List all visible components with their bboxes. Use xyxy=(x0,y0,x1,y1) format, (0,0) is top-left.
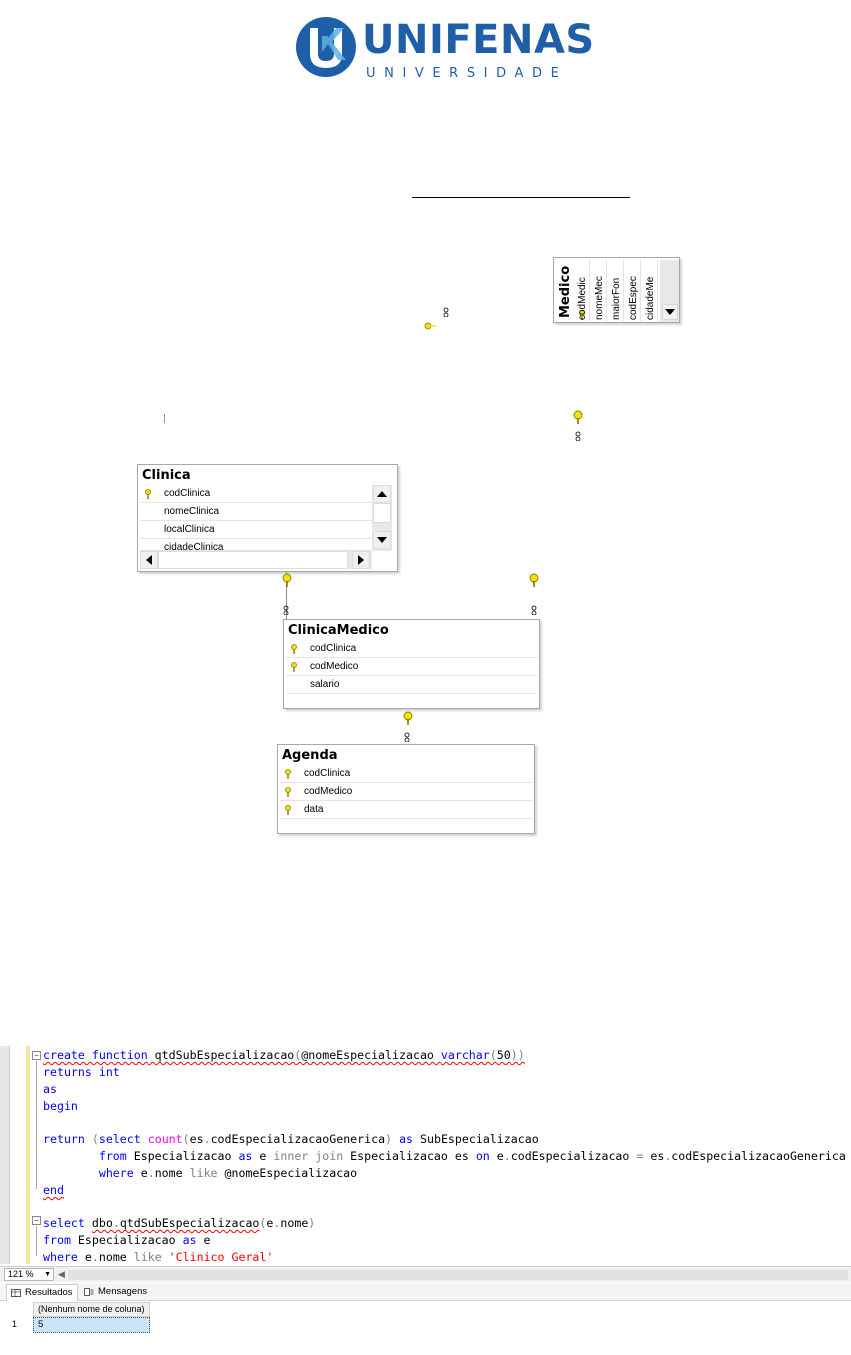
code-line[interactable]: end xyxy=(43,1183,64,1197)
scroll-thumb[interactable] xyxy=(373,503,391,523)
messages-icon xyxy=(84,1288,94,1296)
relationship-key-icon xyxy=(573,410,583,424)
editor-status-bar: 121 % ▼ ◀ xyxy=(0,1266,851,1282)
relationship-key-icon xyxy=(529,573,539,587)
unifenas-logo: UNIFENAS UNIVERSIDADE xyxy=(294,14,594,84)
sql-editor[interactable]: − − create function qtdSubEspecializacao… xyxy=(0,1046,851,1264)
scroll-left-icon[interactable]: ◀ xyxy=(58,1269,65,1279)
column-item[interactable]: codClinica xyxy=(286,640,538,658)
fold-guide xyxy=(36,1061,37,1189)
triangle-down-icon xyxy=(377,537,387,543)
unifenas-emblem-icon xyxy=(296,17,356,77)
table-title: Agenda xyxy=(278,745,534,765)
primary-key-icon xyxy=(291,662,297,672)
relationship-infinity-icon xyxy=(283,605,289,615)
column-item[interactable]: codClinica xyxy=(140,485,372,503)
column-item[interactable]: nomeMec xyxy=(591,260,607,322)
table-medico[interactable]: Medico codMedic nomeMec maiorFon codEspe… xyxy=(553,257,680,323)
tab-mensagens[interactable]: Mensagens xyxy=(80,1284,151,1301)
scroll-down-button[interactable] xyxy=(662,304,678,320)
column-item[interactable]: localClinica xyxy=(140,521,372,539)
triangle-left-icon xyxy=(146,555,152,565)
relationship-infinity-icon xyxy=(575,431,581,441)
column-header[interactable]: (Nenhum nome de coluna) xyxy=(33,1302,150,1317)
collapse-icon[interactable]: − xyxy=(32,1051,41,1060)
fold-guide xyxy=(36,1226,37,1256)
column-item[interactable]: codMedic xyxy=(574,260,590,322)
primary-key-icon xyxy=(291,644,297,654)
scroll-right-button[interactable] xyxy=(352,551,370,569)
primary-key-icon xyxy=(145,489,151,499)
column-item[interactable]: salario xyxy=(286,676,538,694)
primary-key-icon xyxy=(285,805,291,815)
table-title: ClinicaMedico xyxy=(284,620,539,640)
column-item[interactable]: cidadeMe xyxy=(642,260,658,322)
primary-key-icon xyxy=(579,310,585,320)
column-item[interactable]: codEspec xyxy=(625,260,641,322)
tab-resultados[interactable]: Resultados xyxy=(6,1284,78,1301)
table-clinicamedico[interactable]: ClinicaMedico codClinica codMedico salar… xyxy=(283,619,540,709)
code-line[interactable]: as xyxy=(43,1082,57,1096)
column-item[interactable]: nomeClinica xyxy=(140,503,372,521)
code-line[interactable]: where e.nome like 'Clinico Geral' xyxy=(43,1250,274,1264)
change-marker-bar xyxy=(26,1046,30,1264)
table-clinica[interactable]: Clinica codClinica nomeClinica localClin… xyxy=(137,464,398,572)
code-line[interactable]: select dbo.qtdSubEspecializacao(e.nome) xyxy=(43,1216,316,1230)
column-item[interactable]: codMedico xyxy=(280,783,533,801)
table-title: Medico xyxy=(558,265,573,318)
relationship-line xyxy=(286,572,287,620)
code-line[interactable]: returns int xyxy=(43,1065,120,1079)
column-item[interactable]: codMedico xyxy=(286,658,538,676)
column-item[interactable]: codClinica xyxy=(280,765,533,783)
scroll-left-button[interactable] xyxy=(140,551,158,569)
results-grid[interactable]: (Nenhum nome de coluna) 1 5 xyxy=(0,1302,851,1355)
editor-gutter xyxy=(0,1046,10,1264)
zoom-select[interactable]: 121 % ▼ xyxy=(4,1268,54,1281)
chevron-down-icon: ▼ xyxy=(44,1271,51,1278)
result-cell[interactable]: 5 xyxy=(33,1317,150,1333)
title-underline xyxy=(412,197,630,198)
logo-subtitle-text: UNIVERSIDADE xyxy=(366,66,568,81)
table-title: Clinica xyxy=(138,465,397,485)
scroll-up-button[interactable] xyxy=(373,485,391,503)
code-line[interactable]: create function qtdSubEspecializacao(@no… xyxy=(43,1048,525,1062)
code-line[interactable]: return (select count(es.codEspecializaca… xyxy=(43,1132,539,1146)
relationship-infinity-icon xyxy=(404,732,410,742)
relationship-key-icon xyxy=(282,573,292,587)
triangle-right-icon xyxy=(358,555,364,565)
code-line[interactable]: from Especializacao as e xyxy=(43,1233,211,1247)
relationship-line xyxy=(164,414,165,423)
row-number: 1 xyxy=(12,1319,18,1329)
relationship-infinity-icon xyxy=(531,605,537,615)
collapse-icon[interactable]: − xyxy=(32,1216,41,1225)
grid-icon xyxy=(11,1289,21,1297)
column-item[interactable]: cidadeClinica xyxy=(140,539,372,551)
scroll-thumb[interactable] xyxy=(158,551,348,569)
column-item[interactable]: data xyxy=(280,801,533,819)
relationship-key-icon xyxy=(424,322,436,330)
code-line[interactable]: from Especializacao as e inner join Espe… xyxy=(98,1149,846,1163)
table-agenda[interactable]: Agenda codClinica codMedico data xyxy=(277,744,535,834)
primary-key-icon xyxy=(285,787,291,797)
vertical-scrollbar[interactable] xyxy=(660,260,679,322)
column-item[interactable]: maiorFon xyxy=(608,260,624,322)
relationship-infinity-icon xyxy=(443,307,449,317)
code-line[interactable]: begin xyxy=(43,1099,78,1113)
relationship-key-icon xyxy=(403,711,413,725)
scroll-down-button[interactable] xyxy=(373,531,391,549)
primary-key-icon xyxy=(285,769,291,779)
horizontal-scrollbar[interactable] xyxy=(68,1270,848,1280)
logo-brand-text: UNIFENAS xyxy=(362,17,595,63)
triangle-down-icon xyxy=(665,309,675,315)
results-tab-strip: Resultados Mensagens xyxy=(0,1283,851,1301)
code-line[interactable]: where e.nome like @nomeEspecializacao xyxy=(98,1166,358,1180)
triangle-up-icon xyxy=(377,491,387,497)
